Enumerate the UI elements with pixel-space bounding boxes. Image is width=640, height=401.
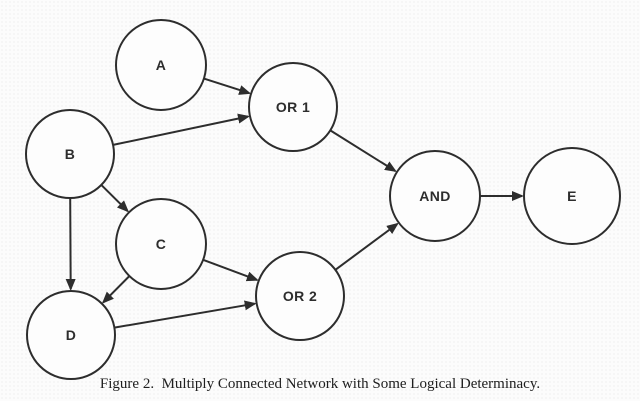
- node-circle-OR2: [255, 251, 345, 341]
- node-label-C: C: [156, 236, 167, 252]
- node-AND: AND: [389, 150, 481, 242]
- edge-B-D: [65, 197, 76, 291]
- node-circle-A: [115, 19, 207, 111]
- node-label-OR2: OR 2: [283, 288, 317, 304]
- edge-C-D: [101, 275, 131, 304]
- node-D: D: [26, 290, 116, 380]
- node-label-D: D: [66, 327, 77, 343]
- edge-C-OR2: [202, 258, 259, 282]
- node-A: A: [115, 19, 207, 111]
- edge-D-OR2: [114, 300, 257, 329]
- node-OR1: OR 1: [248, 62, 338, 152]
- edge-OR2-AND: [334, 222, 399, 271]
- node-label-E: E: [567, 188, 577, 204]
- node-circle-AND: [389, 150, 481, 242]
- node-circle-C: [115, 198, 207, 290]
- node-label-OR1: OR 1: [276, 99, 310, 115]
- node-circle-D: [26, 290, 116, 380]
- node-label-AND: AND: [419, 188, 451, 204]
- node-circle-E: [523, 147, 621, 245]
- node-label-A: A: [156, 57, 167, 73]
- edge-OR1-AND: [329, 129, 397, 173]
- node-E: E: [523, 147, 621, 245]
- edge-A-OR1: [203, 77, 252, 95]
- node-B: B: [25, 109, 115, 199]
- nodes: A B OR 1 C D OR 2 AND E: [25, 19, 621, 380]
- edge-B-C: [100, 184, 130, 213]
- node-circle-OR1: [248, 62, 338, 152]
- node-label-B: B: [65, 146, 76, 162]
- node-C: C: [115, 198, 207, 290]
- figure-caption: Figure 2. Multiply Connected Network wit…: [99, 376, 541, 392]
- edges: [65, 77, 524, 329]
- edge-B-OR1: [112, 113, 250, 146]
- node-circle-B: [25, 109, 115, 199]
- node-OR2: OR 2: [255, 251, 345, 341]
